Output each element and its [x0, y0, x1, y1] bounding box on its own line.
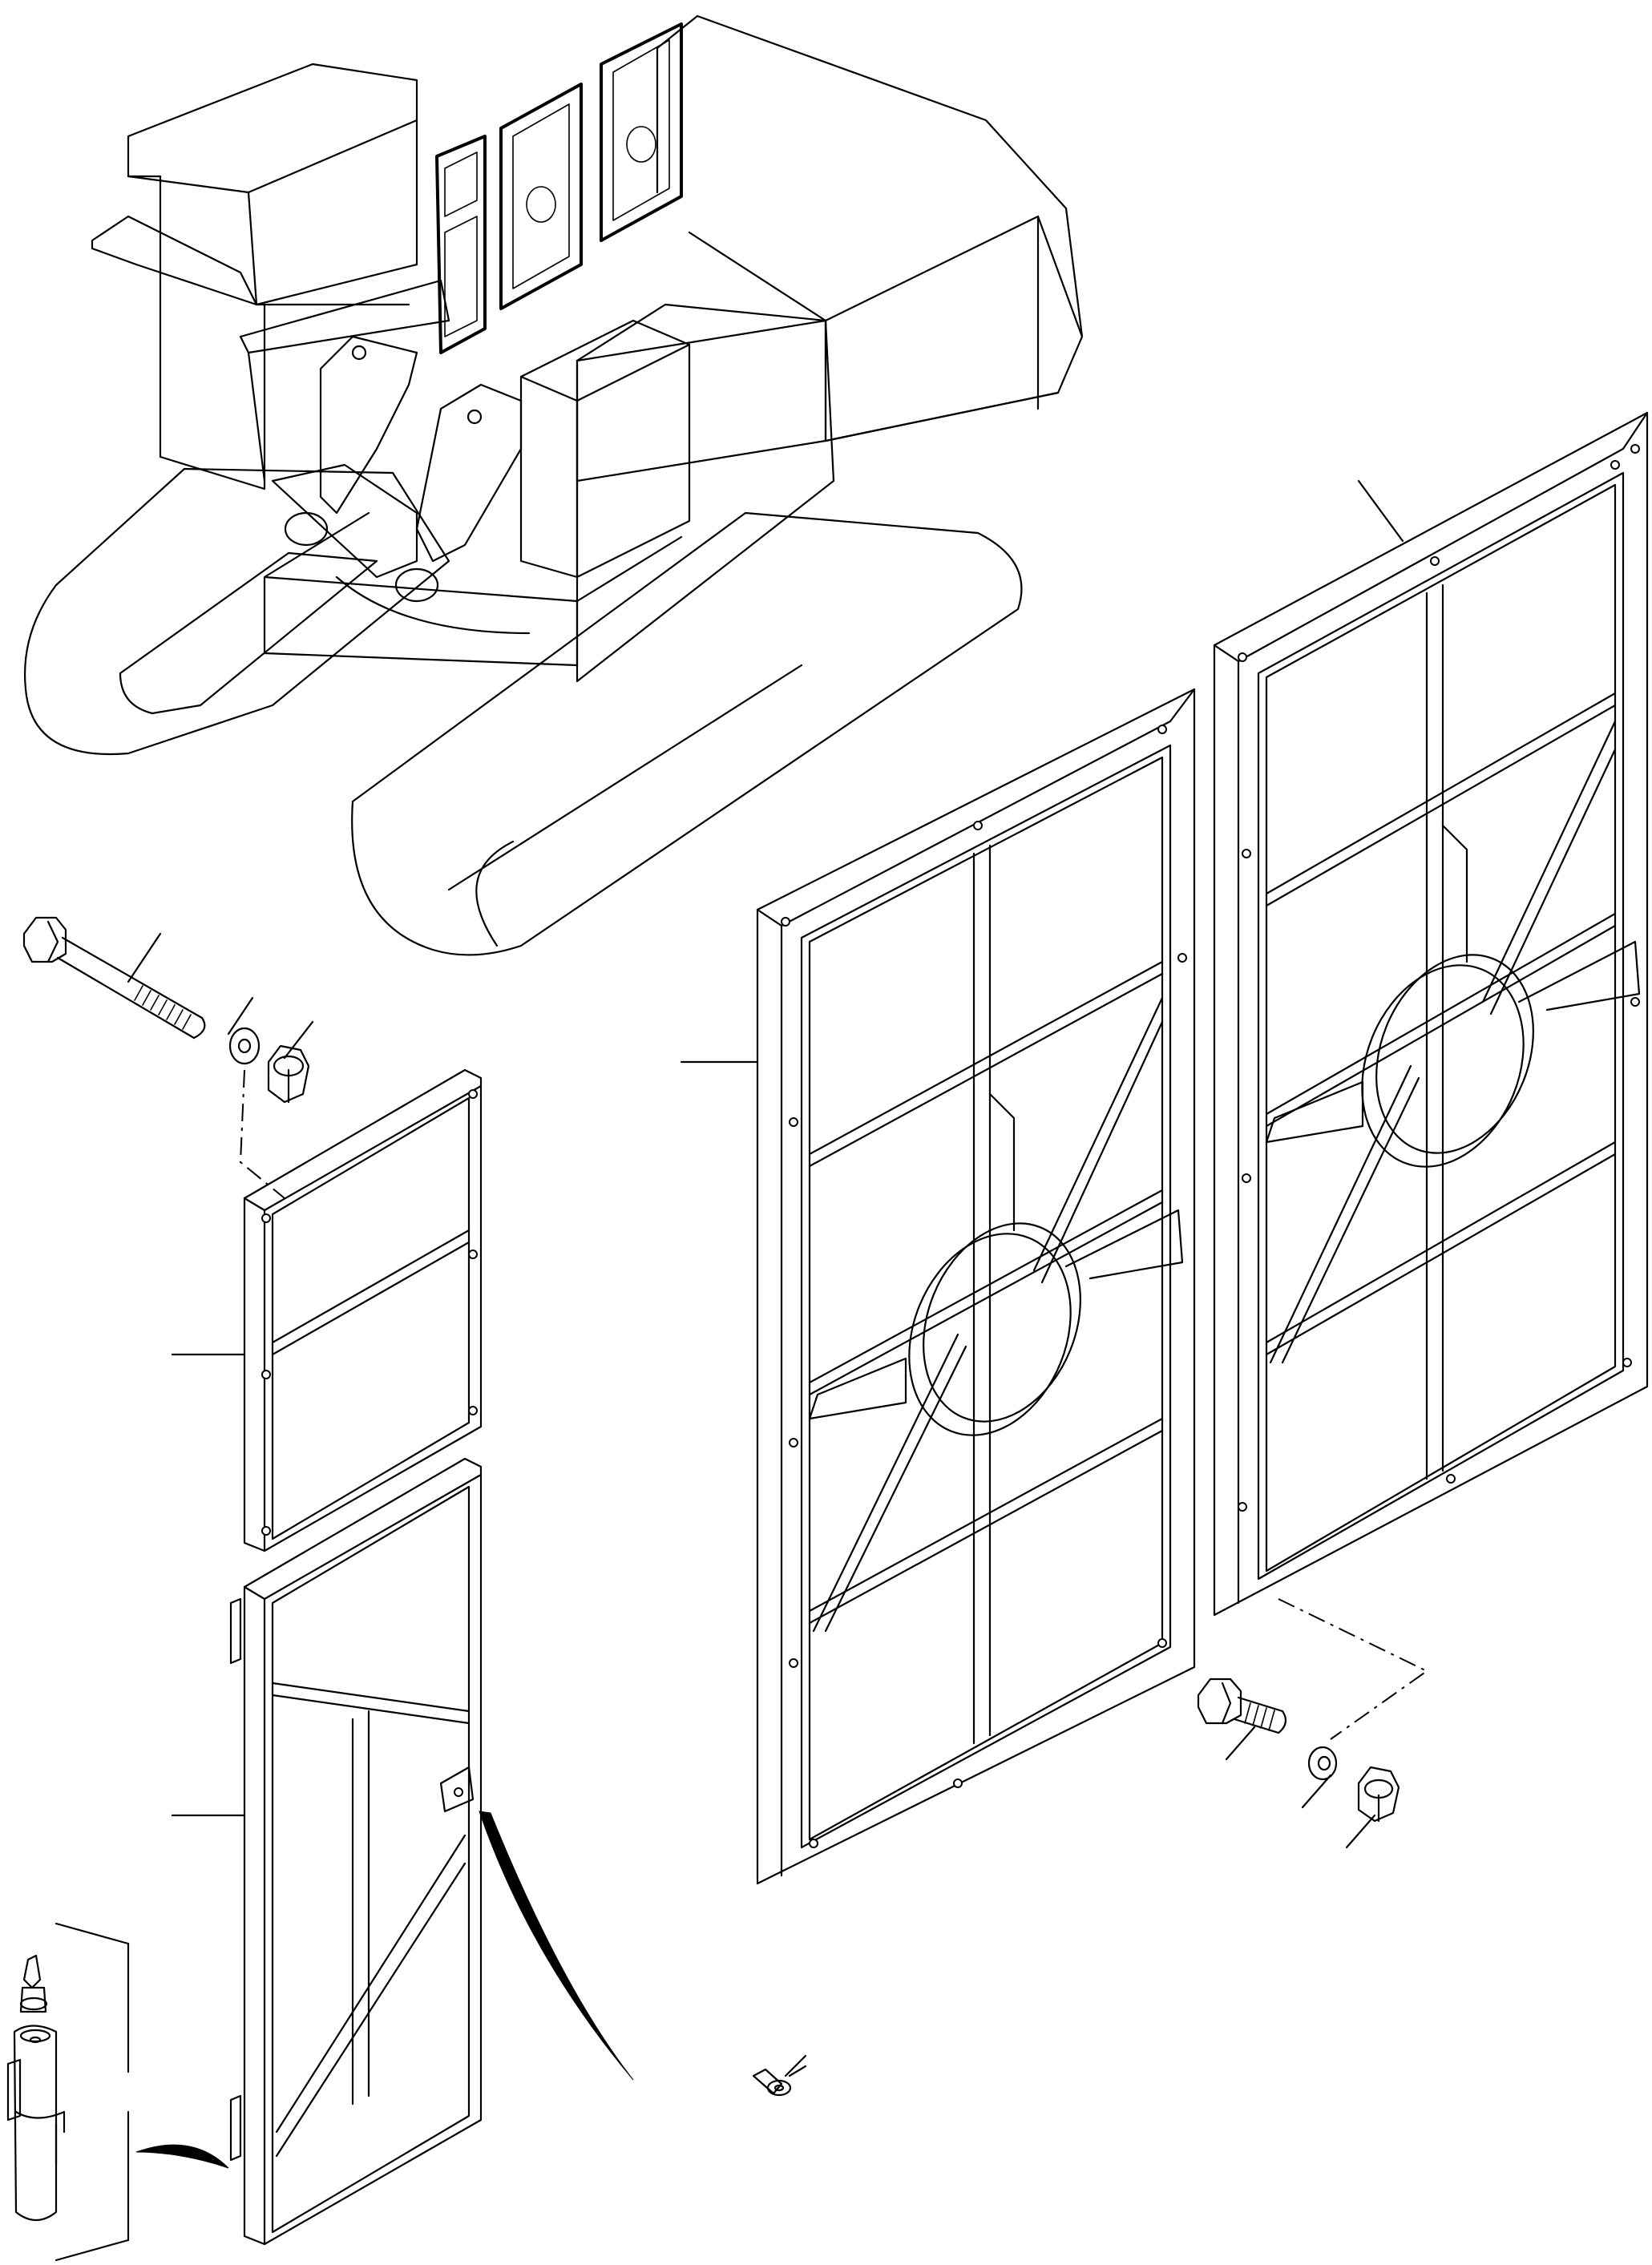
- washer-right: [1307, 1746, 1338, 1781]
- small-cover-panel: [243, 1068, 483, 1552]
- nut: [267, 1044, 310, 1104]
- leader-lines: [127, 479, 1404, 2077]
- bolt-short: [1197, 1678, 1287, 1734]
- clip: [752, 2065, 807, 2097]
- nut-right: [1357, 1766, 1400, 1823]
- hinge-pin: [6, 1922, 229, 2262]
- radiator-grille-right: [1213, 411, 1649, 1617]
- door-panel: [229, 1457, 634, 2246]
- bolt-large: [22, 916, 206, 1040]
- radiator-grille-center: [756, 688, 1196, 1885]
- washer: [228, 1027, 261, 1065]
- machine-overview: [24, 14, 1084, 956]
